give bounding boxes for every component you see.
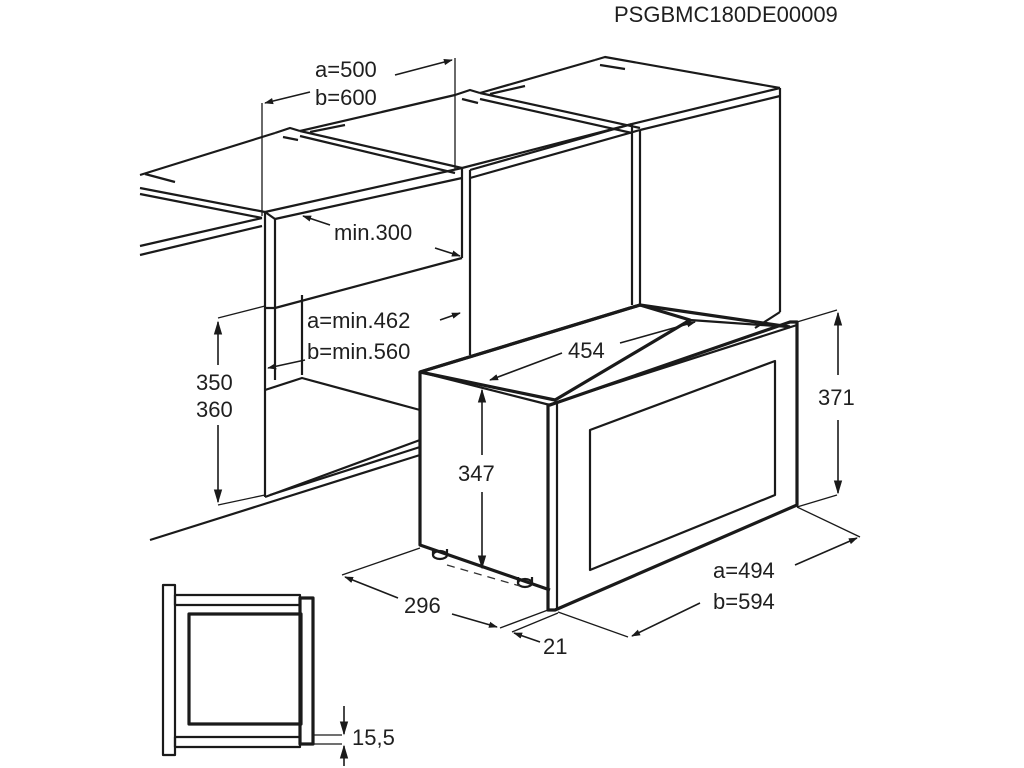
dimension-lines xyxy=(213,58,861,643)
side-offset-label: 15,5 xyxy=(352,725,395,750)
body-height-label: 347 xyxy=(458,461,495,486)
side-profile-view xyxy=(161,583,349,766)
wall-gap-label: min.300 xyxy=(334,220,412,245)
document-code: PSGBMC180DE00009 xyxy=(614,2,838,27)
niche-width-a: a=min.462 xyxy=(307,308,410,333)
niche-height-b: 360 xyxy=(196,397,233,422)
microwave-body xyxy=(418,303,799,612)
front-width-b: b=594 xyxy=(713,589,775,614)
niche-width-b: b=min.560 xyxy=(307,339,410,364)
front-height-label: 371 xyxy=(818,385,855,410)
niche-height-a: 350 xyxy=(196,370,233,395)
front-width-a: a=494 xyxy=(713,558,775,583)
front-thickness-label: 21 xyxy=(543,634,567,659)
body-width-label: 454 xyxy=(568,338,605,363)
body-depth-label: 296 xyxy=(404,593,441,618)
cabinet-depth-b: b=600 xyxy=(315,85,377,110)
cabinet-depth-a: a=500 xyxy=(315,57,377,82)
dimension-labels: a=500 b=600 min.300 a=min.462 b=min.560 … xyxy=(196,57,855,750)
